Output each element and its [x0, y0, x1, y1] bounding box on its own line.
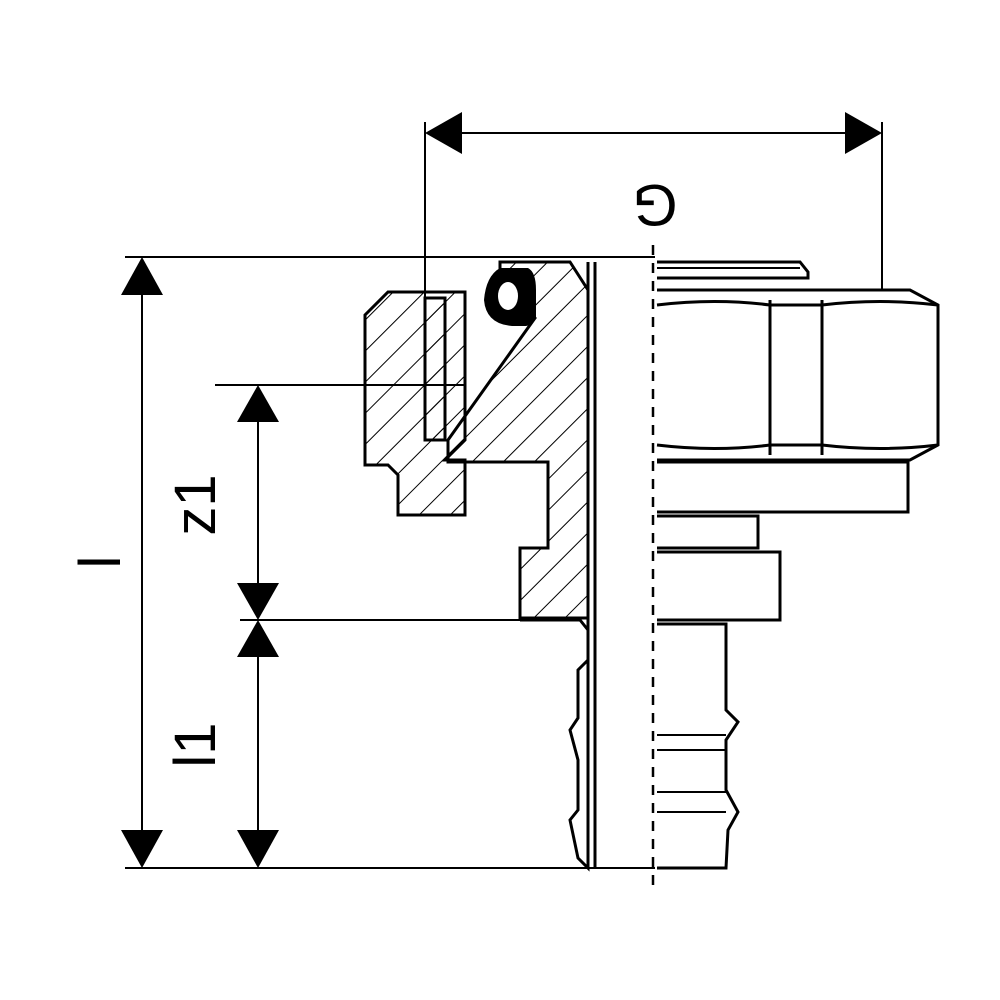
- thread-dimension: G: [424, 112, 883, 440]
- arrow-down-icon: [237, 583, 279, 620]
- z1-label: z1: [163, 474, 228, 535]
- thread-top: [657, 260, 810, 280]
- neck: [657, 514, 760, 550]
- z1-dimension: z1: [163, 385, 279, 620]
- arrow-up-icon: [237, 385, 279, 422]
- nut-inner-lip: [423, 296, 447, 442]
- arrow-down-icon: [121, 830, 163, 868]
- arrow-right-icon: [845, 112, 882, 154]
- hose-tail-exterior: [657, 622, 740, 870]
- l1-dimension: l1: [163, 620, 279, 868]
- total-length-dimension: l: [68, 257, 163, 868]
- arrow-up-icon: [237, 620, 279, 657]
- nut-section: [363, 290, 467, 517]
- hex-face-curves: [656, 300, 939, 450]
- arrow-down-icon: [237, 830, 279, 868]
- nut-collar: [657, 460, 910, 514]
- hex-nut-exterior: [657, 288, 940, 462]
- arrow-left-icon: [425, 112, 462, 154]
- o-ring-highlight: [498, 282, 518, 310]
- l1-label: l1: [163, 722, 228, 767]
- flange-ring: [657, 550, 782, 622]
- arrow-up-icon: [121, 257, 163, 295]
- hose-tail-section: [520, 618, 590, 872]
- thread-label: G: [632, 172, 677, 237]
- total-length-label: l: [68, 556, 133, 569]
